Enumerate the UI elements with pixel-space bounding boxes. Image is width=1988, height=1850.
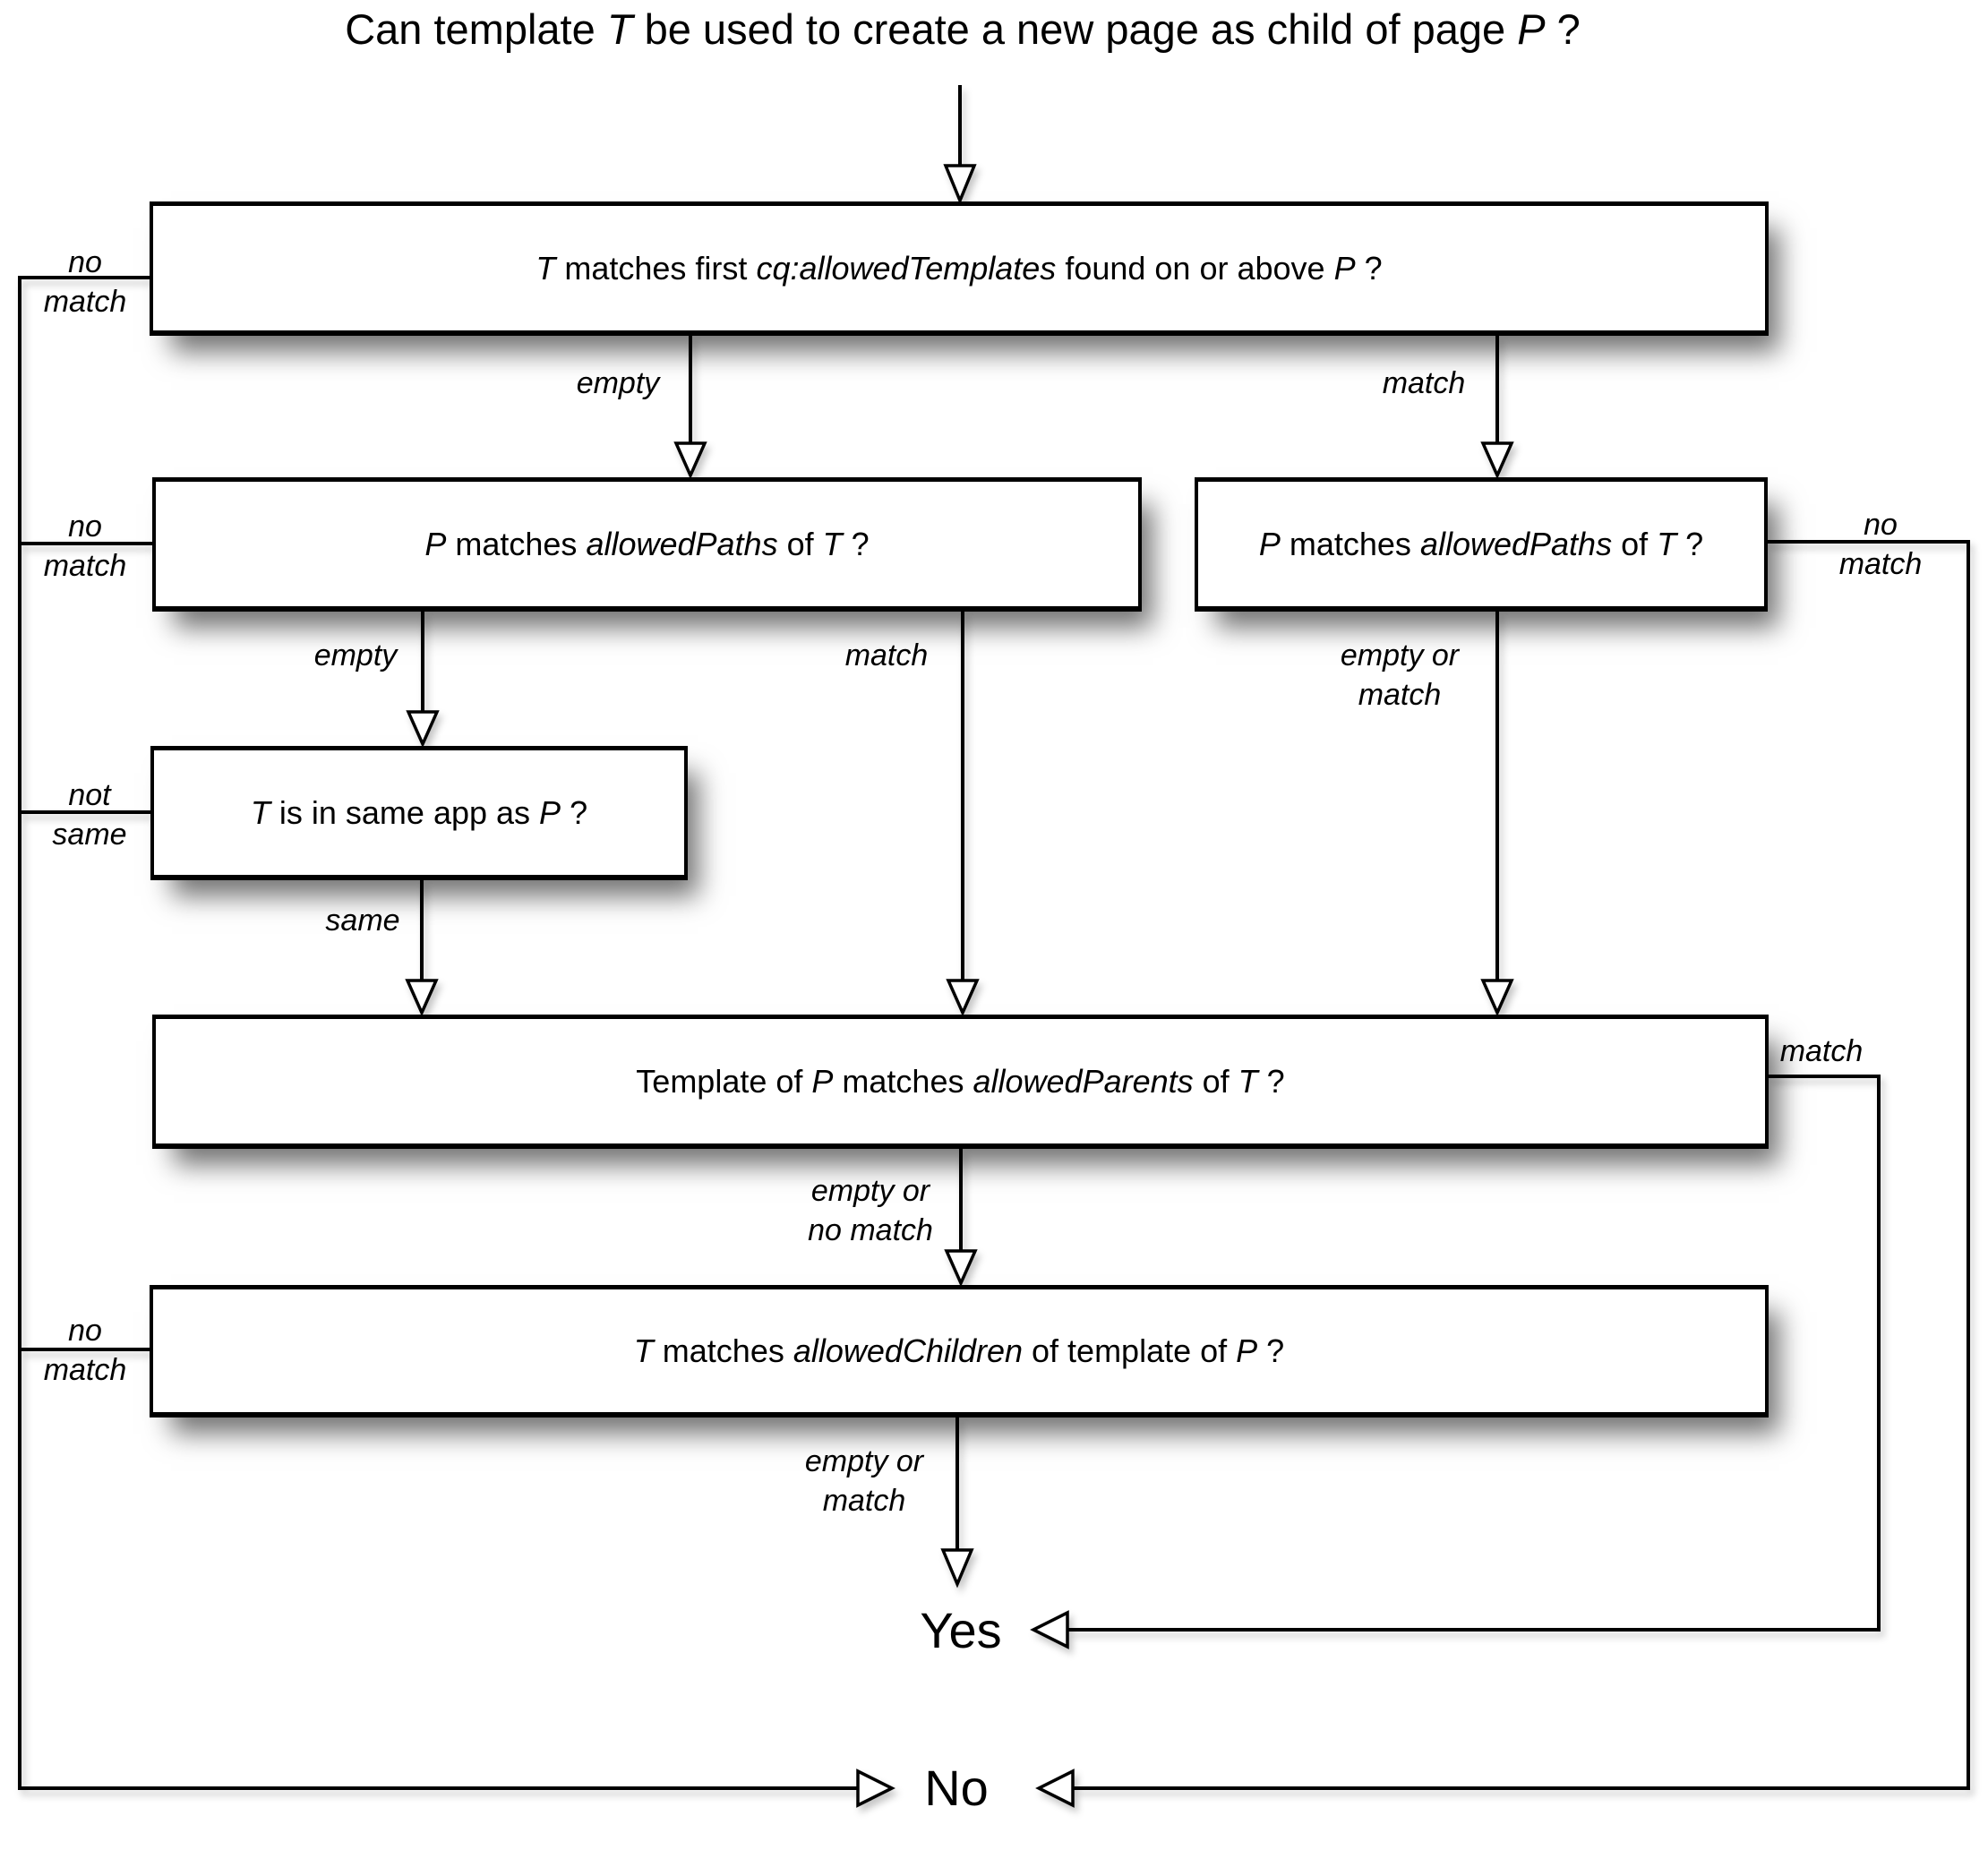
edge-label-children-empty-or-match: empty or match	[804, 1444, 924, 1518]
edge-label-parents-empty-or-no-match: empty or no match	[808, 1174, 933, 1247]
arrowhead-down-parents-right	[1480, 979, 1514, 1017]
terminal-no: No	[924, 1760, 989, 1816]
decision-box-allowed-templates-label: T matches first cq:allowedTemplates foun…	[536, 249, 1383, 287]
decision-box-allowed-paths-left-label: P matches allowedPaths of T ?	[424, 525, 870, 562]
decision-box-allowed-templates: T matches first cq:allowedTemplates foun…	[150, 201, 1769, 336]
terminal-yes: Yes	[920, 1602, 1002, 1658]
right-no-rail	[1073, 540, 1970, 1790]
decision-box-allowed-parents-label: Template of P matches allowedParents of …	[636, 1062, 1285, 1100]
decision-box-allowed-paths-right-label: P matches allowedPaths of T ?	[1258, 525, 1704, 562]
decision-box-allowed-paths-left: P matches allowedPaths of T ?	[152, 477, 1142, 612]
edge-label-same-app-not-same: not same	[52, 778, 127, 852]
arrowhead-down-parents-left	[405, 979, 439, 1017]
arrowhead-down-parents-mid	[946, 979, 980, 1017]
arrowhead-down-same-app	[406, 710, 440, 749]
decision-box-same-app: T is in same app as P ?	[150, 746, 688, 880]
diagram-title: Can template T be used to create a new p…	[345, 5, 1581, 53]
decision-box-allowed-parents: Template of P matches allowedParents of …	[152, 1015, 1769, 1149]
edge-label-paths-right-empty-or-match: empty or match	[1340, 638, 1460, 712]
decision-box-same-app-label: T is in same app as P ?	[250, 793, 588, 831]
decision-box-allowed-children: T matches allowedChildren of template of…	[150, 1285, 1769, 1417]
edge-label-paths-left-empty: empty	[313, 638, 398, 672]
arrowhead-down-children	[944, 1249, 978, 1288]
arrowhead-left-yes	[1030, 1610, 1069, 1649]
left-no-rail	[18, 276, 858, 1790]
arrowhead-right-no	[856, 1769, 895, 1808]
arrowhead-down-yes	[940, 1548, 974, 1589]
edge-label-same-app-same: same	[325, 904, 400, 938]
edge-label-templates-match: match	[1382, 366, 1466, 400]
edge-label-paths-left-no-match: no match	[43, 510, 127, 583]
edge-label-paths-right-no-match: no match	[1838, 508, 1923, 581]
edge-label-templates-empty: empty	[576, 366, 660, 400]
decision-box-allowed-children-label: T matches allowedChildren of template of…	[633, 1332, 1285, 1369]
arrowhead-down-paths-right	[1480, 441, 1514, 480]
edge-label-parents-match: match	[1779, 1034, 1864, 1068]
arrowhead-down-paths-left	[673, 441, 707, 480]
arrowhead-down-templates	[943, 164, 977, 205]
decision-box-allowed-paths-right: P matches allowedPaths of T ?	[1195, 477, 1768, 612]
edge-label-paths-left-match: match	[844, 638, 929, 672]
yes-rail	[1067, 1075, 1881, 1632]
edge-label-templates-no-match: no match	[43, 245, 127, 319]
arrowhead-left-no	[1035, 1769, 1075, 1808]
edge-label-children-no-match: no match	[43, 1314, 127, 1387]
